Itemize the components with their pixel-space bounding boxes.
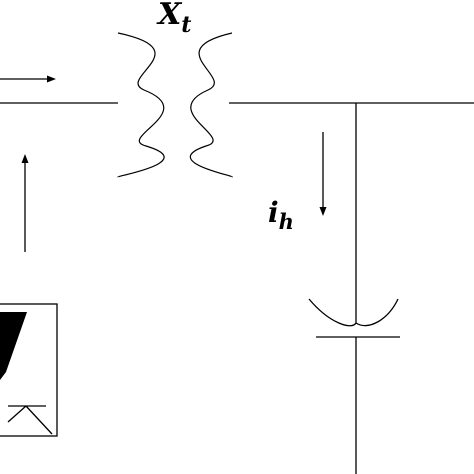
transformer-label-subscript: t	[181, 12, 191, 38]
transformer-label: Xt	[156, 0, 191, 38]
load-triangle-icon	[0, 312, 27, 380]
load-switch-symbol	[7, 405, 53, 435]
top-left-current-arrow	[0, 75, 56, 83]
left-vertical-current-arrow	[21, 154, 29, 252]
transformer-label-symbol: X	[156, 0, 183, 32]
capacitor-curved-plate	[308, 298, 399, 327]
transformer-secondary-winding	[189, 32, 233, 178]
harmonic-current-label: ih	[268, 196, 294, 234]
nonlinear-load-box	[0, 303, 58, 437]
harmonic-current-label-subscript: h	[279, 209, 294, 234]
harmonic-current-label-symbol: i	[268, 196, 279, 229]
harmonic-current-arrow	[319, 132, 327, 216]
transformer-primary-winding	[117, 32, 165, 178]
